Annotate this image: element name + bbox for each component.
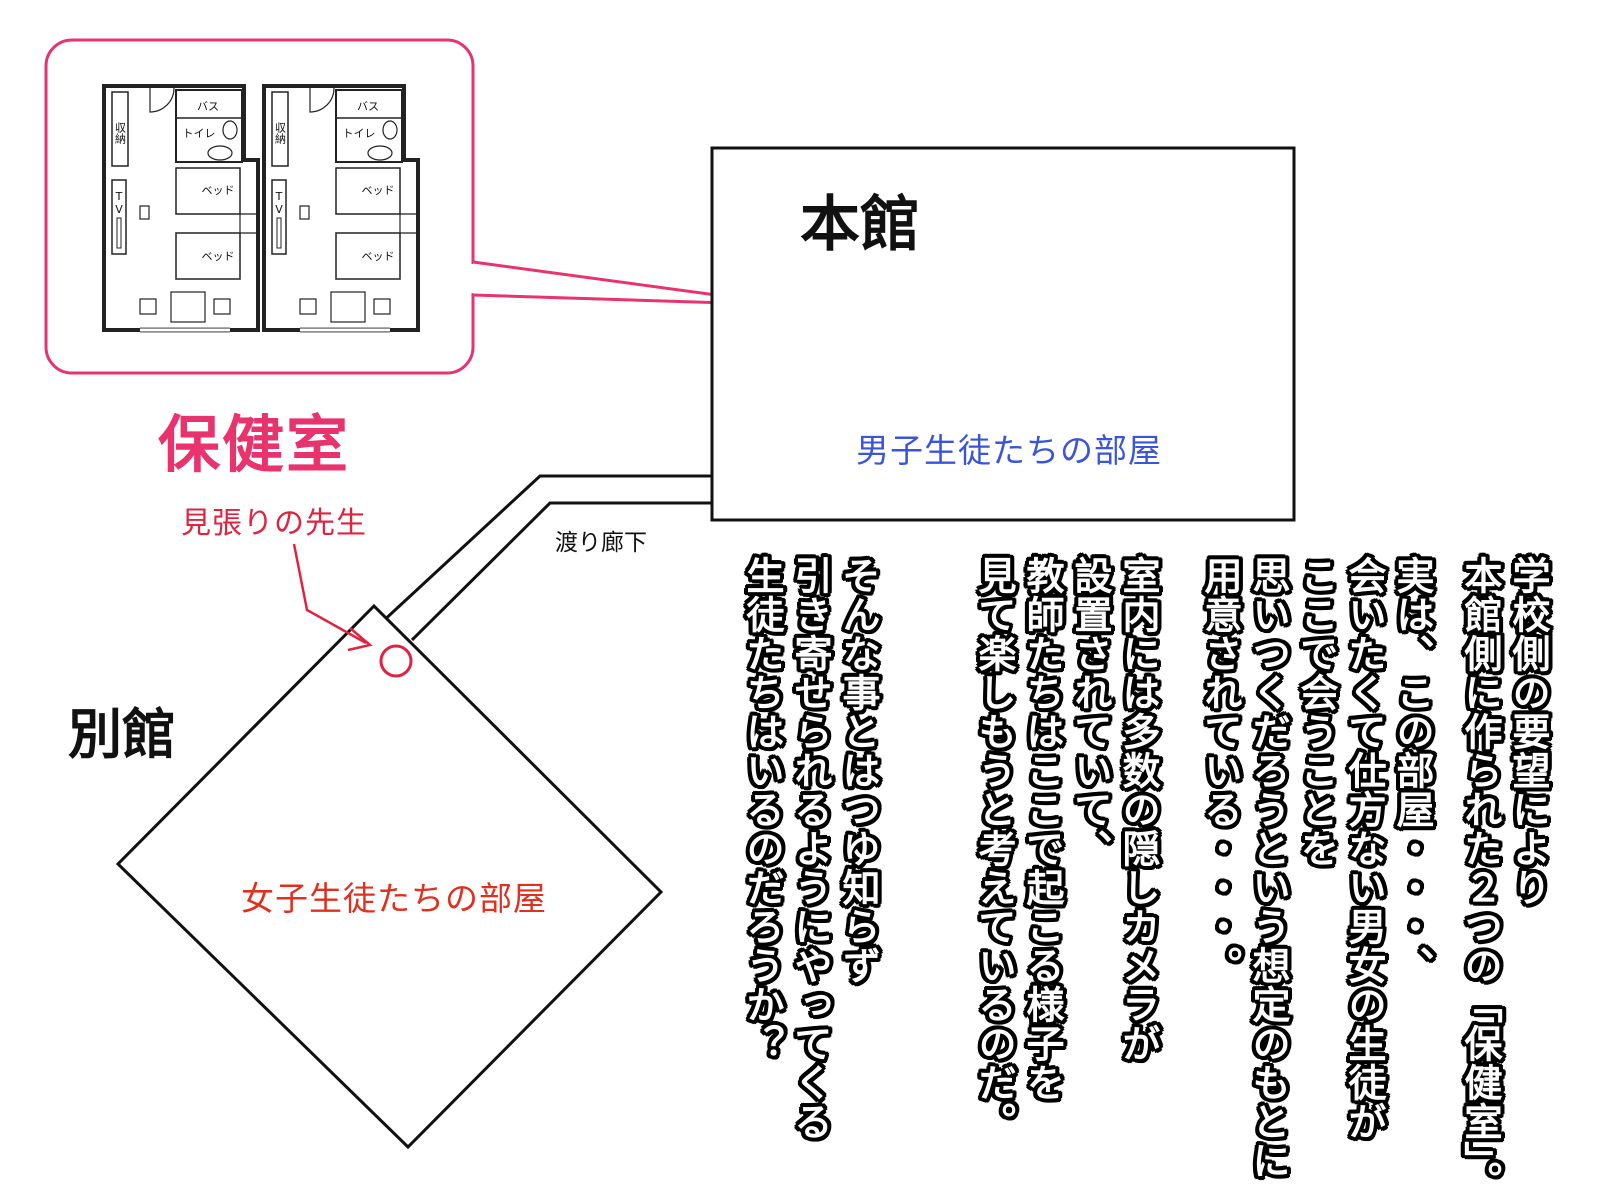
narration-line-12: そんな事とはつゆ知らず <box>836 556 880 985</box>
watcher-arrowhead <box>347 627 373 652</box>
corridor-line-top <box>365 474 712 638</box>
annex-building-label: 別館 <box>68 703 176 766</box>
fp-bath-label-2: バス <box>357 100 379 113</box>
narration-line-11: 見て楽しもうと考えているのだ。 <box>972 556 1016 1141</box>
narration-line-10: 教師たちはここで起こる様子を <box>1020 556 1064 1102</box>
main-building-label: 本館 <box>800 190 920 260</box>
narration-line-8: 室内には多数の隠しカメラが <box>1116 556 1160 1063</box>
narration-line-9: 設置されていて、 <box>1068 556 1112 868</box>
narration-line-3: 実は、この部屋・・・、 <box>1390 556 1434 985</box>
callout-pointer-mask <box>470 264 476 293</box>
fp-storage-label-1: 収納 <box>114 122 127 145</box>
watcher-arrow <box>292 543 367 645</box>
watcher-position-marker <box>379 644 413 678</box>
annex-building-outline <box>115 603 664 1150</box>
fp-toilet-label-2: トイレ <box>343 127 376 140</box>
fp-toilet-label-1: トイレ <box>183 127 216 140</box>
corridor-line-bottom <box>410 501 712 642</box>
narration-line-7: 用意されている・・・。 <box>1198 556 1242 985</box>
girls-room-label: 女子生徒たちの部屋 <box>241 879 547 918</box>
boys-room-label: 男子生徒たちの部屋 <box>856 431 1162 470</box>
narration-line-5: ここで会うことを <box>1294 556 1338 868</box>
fp-bed-label-1a: ベッド <box>202 184 235 197</box>
fp-bed-label-2a: ベッド <box>362 184 395 197</box>
narration-line-14: 生徒たちはいるのだろうか？ <box>740 556 784 1063</box>
fp-bath-label-1: バス <box>197 100 219 113</box>
narration-line-13: 引き寄せられるようにやってくる <box>788 556 832 1141</box>
fp-tv-label-2: TV <box>273 190 286 216</box>
main-building-outline <box>710 146 1296 522</box>
fp-tv-label-1: TV <box>113 190 126 216</box>
floorplan-room-1 <box>102 84 260 333</box>
fp-storage-label-2: 収納 <box>274 122 287 145</box>
corridor-label: 渡り廊下 <box>555 530 647 556</box>
narration-line-1: 学校側の要望により <box>1506 556 1550 907</box>
floorplan-room-2 <box>262 84 420 333</box>
narration-line-4: 会いたくて仕方ない男女の生徒が <box>1342 556 1386 1141</box>
narration-line-6: 思いつくだろうという想定のもとに <box>1246 556 1290 1180</box>
watcher-teacher-label: 見張りの先生 <box>181 506 367 541</box>
narration-line-2: 本館側に作られた２つの「保健室」。 <box>1458 556 1502 1200</box>
fp-bed-label-1b: ベッド <box>202 250 235 263</box>
health-room-label: 保健室 <box>158 408 351 481</box>
fp-bed-label-2b: ベッド <box>362 250 395 263</box>
